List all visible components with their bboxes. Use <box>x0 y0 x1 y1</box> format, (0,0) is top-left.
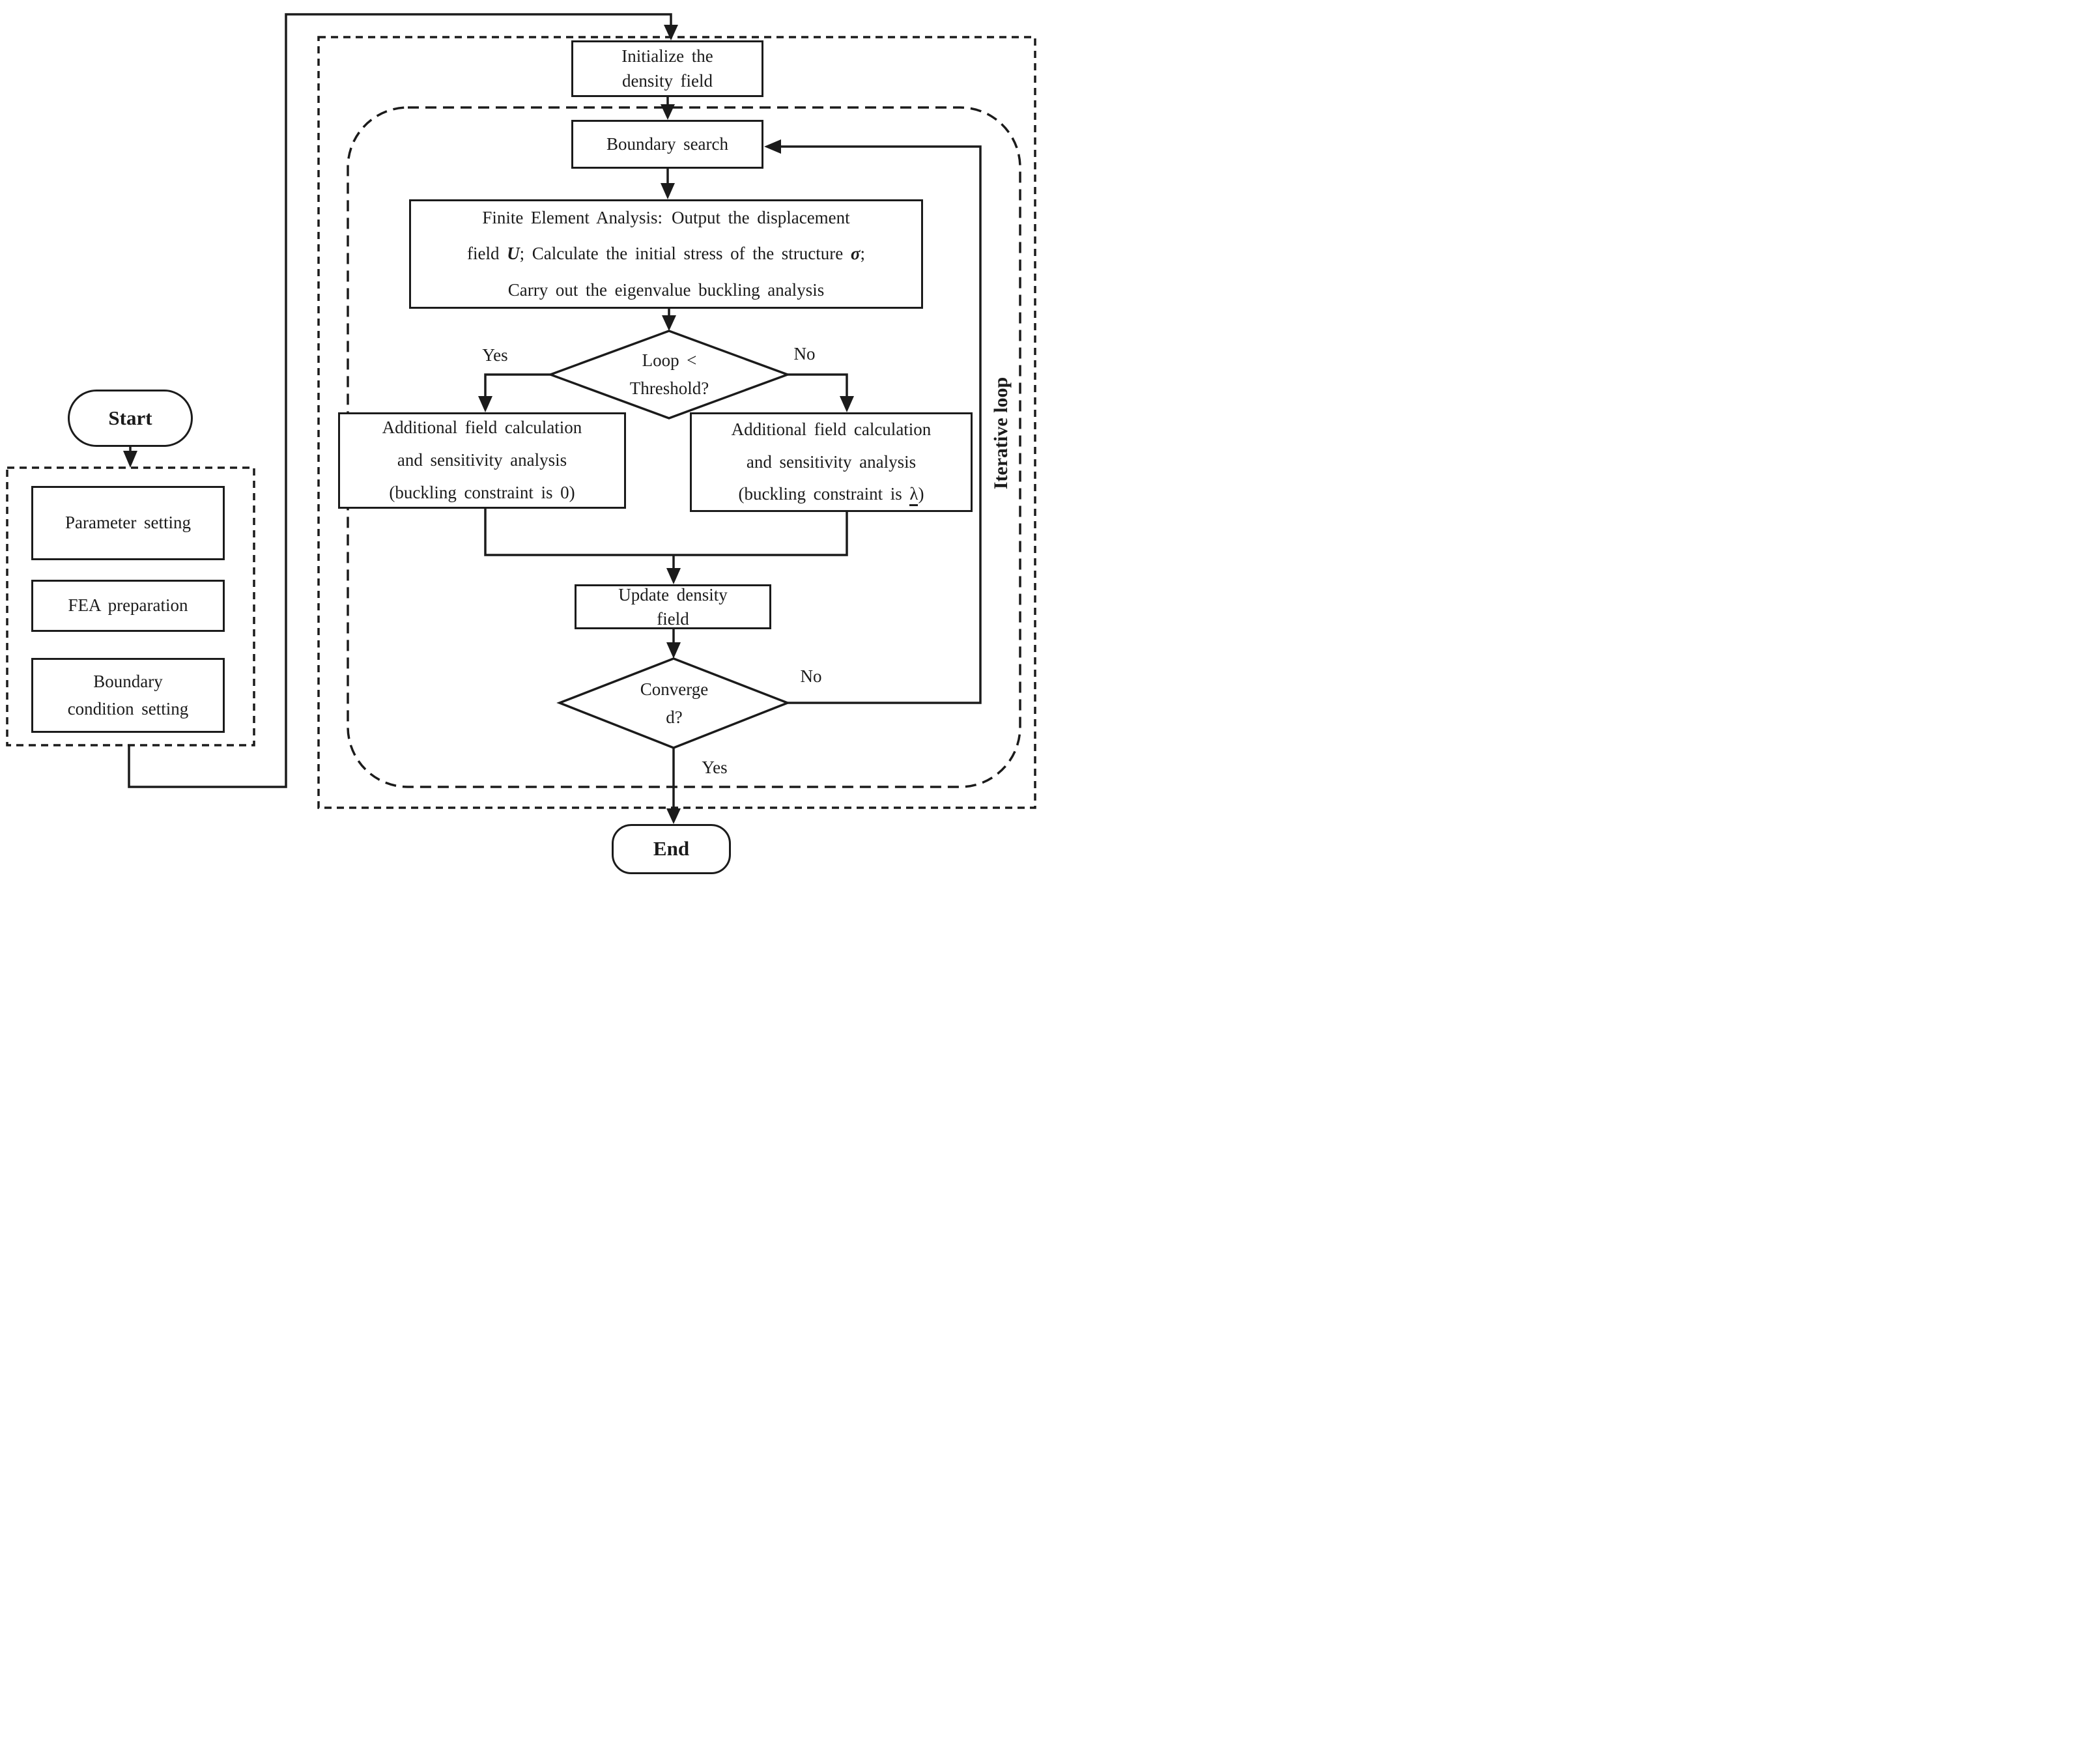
fea-line2: field U; Calculate the initial stress of… <box>467 236 865 272</box>
connector-decision-no <box>788 373 848 396</box>
initialize-line1: Initialize the <box>621 46 713 66</box>
connector-group-to-initialize <box>128 13 672 788</box>
additional-lambda-line3-pre: (buckling constraint is <box>738 484 910 504</box>
fea-preparation-label: FEA preparation <box>68 595 188 616</box>
arrow-into-decision <box>662 315 676 331</box>
connector-lines <box>128 13 982 808</box>
connector-feedback-loop <box>781 145 982 704</box>
fea-displacement-u: U <box>507 244 520 264</box>
arrow-into-search <box>661 104 675 120</box>
additional-field-zero-node: Additional field calculation and sensiti… <box>338 412 626 509</box>
update-density-node: Update density field <box>575 584 771 629</box>
arrow-into-branch-yes <box>478 396 492 412</box>
no-branch-text: No <box>793 343 816 363</box>
initialize-line2: density field <box>621 70 713 91</box>
no-branch-label: No <box>765 341 844 367</box>
fea-line1b: Output the displacement <box>672 207 850 227</box>
additional-zero-line1: Additional field calculation <box>382 418 582 438</box>
start-node: Start <box>68 390 193 447</box>
converged-label: Converge d? <box>590 673 759 734</box>
additional-zero-line2: and sensitivity analysis <box>397 450 567 470</box>
yes-end-text: Yes <box>702 757 728 777</box>
fea-line2-end: ; <box>860 244 865 264</box>
fea-line3: Carry out the eigenvalue buckling analys… <box>507 279 825 300</box>
arrow-heads <box>123 25 854 824</box>
boundary-condition-line1: Boundary <box>93 671 163 691</box>
loop-threshold-line2: Threshold? <box>629 378 709 398</box>
arrow-into-branch-no <box>840 396 854 412</box>
arrow-into-update <box>666 568 681 584</box>
connector-decision-yes <box>484 373 550 396</box>
arrow-into-search-feedback <box>764 139 781 154</box>
yes-end-label: Yes <box>679 754 750 780</box>
arrow-into-fea <box>661 183 675 199</box>
parameter-setting-node: Parameter setting <box>31 486 225 560</box>
arrow-into-converged <box>666 642 681 659</box>
end-label: End <box>653 837 690 861</box>
flowchart-connectors <box>6 13 1036 824</box>
fea-line2-pre: field <box>467 244 507 264</box>
additional-lambda-line2: and sensitivity analysis <box>746 451 917 472</box>
boundary-search-label: Boundary search <box>606 134 729 154</box>
boundary-search-node: Boundary search <box>571 120 763 169</box>
fea-line1: Finite Element Analysis: Output the displ… <box>482 200 849 236</box>
lambda-symbol: λ <box>909 484 918 507</box>
additional-lambda-line1: Additional field calculation <box>731 419 932 439</box>
converged-line1: Converge <box>640 679 709 699</box>
no-feedback-label: No <box>775 663 847 689</box>
boundary-condition-line2: condition setting <box>67 698 189 718</box>
fea-line2-mid: ; Calculate the initial stress of the st… <box>519 244 851 264</box>
fea-preparation-node: FEA preparation <box>31 580 225 632</box>
loop-threshold-label: Loop < Threshold? <box>583 343 756 406</box>
arrow-into-end <box>666 808 681 824</box>
additional-field-lambda-node: Additional field calculation and sensiti… <box>690 412 973 512</box>
end-node: End <box>612 824 731 874</box>
flowchart-canvas: Start Parameter setting FEA preparation … <box>0 0 1047 882</box>
additional-lambda-line3-end: ) <box>918 484 924 504</box>
additional-zero-line3: (buckling constraint is 0) <box>389 482 575 502</box>
loop-threshold-diamond <box>547 330 791 420</box>
converged-diamond <box>556 657 791 749</box>
parameter-setting-label: Parameter setting <box>64 513 192 533</box>
arrow-into-group <box>123 451 137 468</box>
connector-branch-merge <box>484 509 848 556</box>
loop-threshold-line1: Loop < <box>642 350 697 370</box>
converged-line2: d? <box>666 707 683 727</box>
fea-sigma: σ <box>850 244 861 264</box>
yes-branch-label: Yes <box>456 342 534 368</box>
additional-lambda-line3: (buckling constraint is λ) <box>739 478 924 511</box>
outer-dashed-box <box>317 36 1036 809</box>
iterative-loop-text: Iterative loop <box>990 377 1012 490</box>
no-feedback-text: No <box>800 666 822 686</box>
fea-line1a: Finite Element Analysis: <box>482 207 663 227</box>
initialize-density-node: Initialize the density field <box>571 40 763 97</box>
preprocessing-dashed-box <box>6 466 255 747</box>
yes-branch-text: Yes <box>482 345 508 365</box>
iterative-loop-caption: Iterative loop <box>990 335 1016 531</box>
update-line1: Update density <box>618 585 728 605</box>
update-line2: field <box>657 608 689 629</box>
fea-node: Finite Element Analysis: Output the displ… <box>409 199 923 309</box>
boundary-condition-node: Boundary condition setting <box>31 658 225 733</box>
arrow-into-initialize <box>664 25 678 40</box>
start-label: Start <box>108 406 152 429</box>
